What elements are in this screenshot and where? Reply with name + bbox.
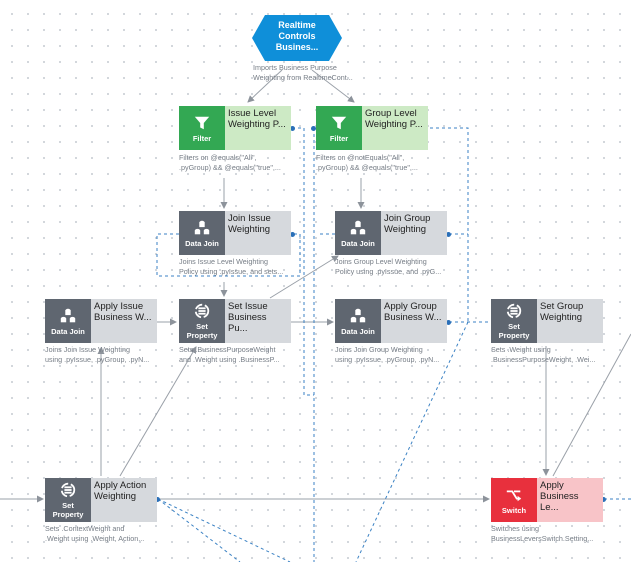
node-description: Filters on @equals("All", .pyGroup) && @… — [179, 153, 281, 172]
port-dot[interactable] — [155, 497, 160, 502]
node-description: Switches using BusinessLeversSwitch.Sett… — [491, 524, 594, 543]
connector-set-issue-to-join-group — [269, 255, 339, 299]
filter-shape: Filter — [316, 106, 362, 150]
node-issue-level-filter[interactable]: Filter Issue Level Weighting P... — [179, 106, 291, 150]
database-join-icon — [60, 308, 76, 322]
start-node-realtime-controls[interactable]: Realtime Controls Busines... — [252, 15, 342, 61]
connector-switch-to-upper-right — [552, 333, 631, 477]
node-title: Set Group Weighting — [537, 299, 603, 343]
node-description: Sets .Weight using .BusinessPurposeWeigh… — [491, 345, 596, 364]
port-dot[interactable] — [446, 320, 451, 325]
node-group-level-filter[interactable]: Filter Group Level Weighting P... — [316, 106, 428, 150]
filter-shape: Filter — [179, 106, 225, 150]
set-property-icon — [194, 303, 210, 319]
node-apply-group-business-weighting[interactable]: Data Join Apply Group Business W... — [335, 299, 447, 343]
set-property-icon — [60, 482, 76, 498]
node-description: Sets .BusinessPurposeWeight and .Weight … — [179, 345, 280, 364]
dashed-set-group-down — [355, 321, 469, 562]
dashed-join-issue-loop — [156, 233, 301, 277]
port-dot[interactable] — [601, 497, 606, 502]
port-dot[interactable] — [290, 126, 295, 131]
hexagon-shape — [252, 15, 342, 61]
node-title: Apply Action Weighting — [91, 478, 157, 522]
node-join-issue-weighting[interactable]: Data Join Join Issue Weighting — [179, 211, 291, 255]
node-description: Joins Join Group Weighting using .pyIssu… — [335, 345, 440, 364]
node-title: Issue Level Weighting P... — [225, 106, 291, 150]
port-dot[interactable] — [446, 232, 451, 237]
funnel-icon — [331, 116, 347, 129]
port-dot[interactable] — [311, 126, 316, 131]
node-title: Apply Group Business W... — [381, 299, 447, 343]
port-dot[interactable] — [290, 232, 295, 237]
data-join-shape: Data Join — [335, 211, 381, 255]
switch-shape: Switch — [491, 478, 537, 522]
data-join-shape: Data Join — [179, 211, 225, 255]
start-node-description: Imports Business Purpose Weighting from … — [253, 63, 353, 82]
start-node-title: Realtime Controls Busines... — [275, 20, 319, 52]
data-join-shape: Data Join — [45, 299, 91, 343]
node-title: Join Group Weighting — [381, 211, 447, 255]
connector-start-to-group-filter — [311, 69, 355, 103]
node-title: Join Issue Weighting — [225, 211, 291, 255]
set-property-shape: Set Property — [45, 478, 91, 522]
set-property-icon — [506, 303, 522, 319]
node-title: Group Level Weighting P... — [362, 106, 428, 150]
set-property-shape: Set Property — [179, 299, 225, 343]
data-join-shape: Data Join — [335, 299, 381, 343]
database-join-icon — [350, 308, 366, 322]
node-set-group-weighting[interactable]: Set Property Set Group Weighting — [491, 299, 603, 343]
node-set-issue-business-purpose[interactable]: Set Property Set Issue Business Pu... — [179, 299, 291, 343]
connector-apply-action-to-set-issue — [119, 346, 197, 477]
node-title: Set Issue Business Pu... — [225, 299, 291, 343]
switch-icon — [506, 490, 522, 501]
node-description: Joins Join Issue Weighting using .pyIssu… — [45, 345, 150, 364]
connector-start-to-issue-filter — [247, 69, 283, 103]
database-join-icon — [194, 220, 210, 234]
node-title: Apply Issue Business W... — [91, 299, 157, 343]
dashed-apply-action-fan-2 — [157, 498, 241, 562]
node-apply-action-weighting[interactable]: Set Property Apply Action Weighting — [45, 478, 157, 522]
node-description: Filters on @notEquals("All", .pyGroup) &… — [316, 153, 418, 172]
node-description: Sets .ContextWeight and .Weight using .W… — [45, 524, 145, 543]
node-description: Joins Group Level Weighting Policy using… — [335, 257, 442, 276]
node-title: Apply Business Le... — [537, 478, 603, 522]
node-apply-issue-business-weighting[interactable]: Data Join Apply Issue Business W... — [45, 299, 157, 343]
set-property-shape: Set Property — [491, 299, 537, 343]
dashed-apply-action-fan-1 — [157, 498, 291, 562]
node-apply-business-levers[interactable]: Switch Apply Business Le... — [491, 478, 603, 522]
funnel-icon — [194, 116, 210, 129]
database-join-icon — [350, 220, 366, 234]
node-join-group-weighting[interactable]: Data Join Join Group Weighting — [335, 211, 447, 255]
dashed-issue-filter-loop — [292, 127, 314, 396]
node-description: Joins Issue Level Weighting Policy using… — [179, 257, 284, 276]
